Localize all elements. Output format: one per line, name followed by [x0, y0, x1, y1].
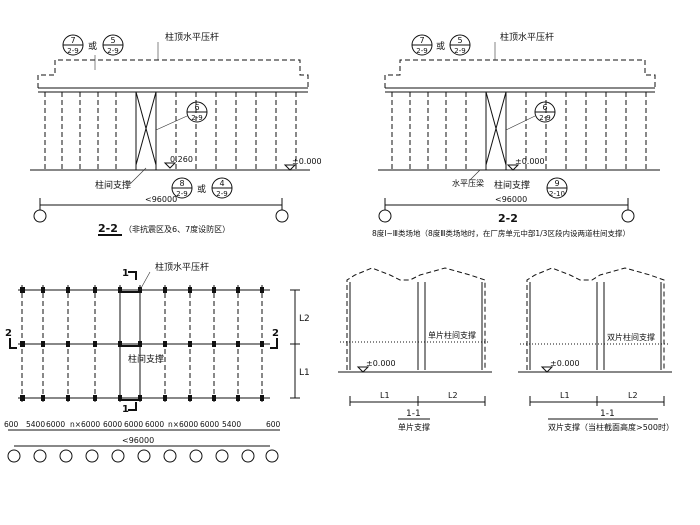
ref-circle-b: 5 2-9: [449, 34, 471, 56]
ref-circle-a: 7 2-9: [411, 34, 433, 56]
ref-circle-c: 6 2-9: [534, 101, 556, 123]
svg-text:2-9: 2-9: [454, 47, 465, 55]
hframe-label: 水平压梁: [452, 178, 484, 188]
or-text-1: 或: [88, 40, 97, 52]
svg-text:7: 7: [419, 36, 424, 45]
svg-text:2-9: 2-9: [107, 47, 118, 55]
brace-label: 柱间支撑: [95, 179, 131, 191]
axis-bubbles: [7, 449, 279, 463]
elevation-0260: 0.260: [170, 155, 193, 164]
section-mark-right: 2: [272, 328, 279, 339]
column-marks: [20, 287, 264, 401]
svg-text:n×6000: n×6000: [70, 420, 100, 429]
ref-circle-d: 8 2-9: [171, 177, 193, 199]
or-text: 或: [436, 40, 445, 52]
svg-text:6000: 6000: [103, 420, 122, 429]
svg-text:2-9: 2-9: [176, 190, 187, 198]
dimension-total: <96000: [145, 195, 177, 204]
svg-text:8: 8: [179, 179, 184, 188]
axis-bubble-left: [378, 209, 392, 223]
brace-label: 单片柱间支撑: [428, 330, 476, 340]
plan-view: 柱顶水平压杆 1 1 2 2 柱间支撑 L2 L1 600 5400 6000 …: [4, 261, 310, 463]
svg-text:600: 600: [266, 420, 281, 429]
svg-text:6000: 6000: [200, 420, 219, 429]
brace-label: 柱间支撑: [494, 179, 530, 191]
elevation-zero: ±0.000: [550, 359, 580, 368]
brace-label: 柱间支撑: [128, 353, 164, 365]
view-subtitle: （非抗震区及6、7度设防区）: [124, 224, 230, 234]
svg-text:5400: 5400: [26, 420, 45, 429]
bay-dimensions: 600 5400 6000 n×6000 6000 6000 6000 n×60…: [4, 420, 281, 429]
section-single: 单片柱间支撑 ±0.000 L1 L2 1-1 单片支撑: [338, 267, 492, 432]
elevation-right: 柱顶水平压杆 7 2-9 或 5 2-9 6 2-9 ±0.000 水平压梁 柱…: [372, 31, 660, 238]
svg-text:7: 7: [70, 36, 75, 45]
dim-l2: L2: [628, 391, 638, 400]
elevation-zero: ±0.000: [366, 359, 396, 368]
svg-text:2-9: 2-9: [191, 114, 202, 122]
view-title: 2-2: [498, 212, 518, 225]
svg-text:6000: 6000: [46, 420, 65, 429]
view-caption: 8度Ⅰ~Ⅲ类场地（8度Ⅲ类场地时，在厂房单元中部1/3区段内设两道柱间支撑）: [372, 228, 630, 238]
svg-text:600: 600: [4, 420, 19, 429]
elevation-zero: ±0.000: [515, 157, 545, 166]
section-double: 双片柱间支撑 ±0.000 L1 L2 1-1 双片支撑（当柱截面高度>500时…: [518, 267, 674, 432]
svg-text:9: 9: [554, 179, 559, 188]
svg-text:5400: 5400: [222, 420, 241, 429]
ref-circle-c: 6 2-9: [186, 101, 208, 123]
svg-text:2-9: 2-9: [216, 190, 227, 198]
total-dimension: <96000: [122, 436, 154, 445]
brace-label: 双片柱间支撑: [607, 332, 655, 342]
section-mark-top: 1: [122, 268, 129, 279]
dim-l2: L2: [448, 391, 458, 400]
section-caption: 单片支撑: [398, 422, 430, 432]
section-title: 1-1: [406, 409, 421, 419]
or-text-2: 或: [197, 183, 206, 195]
elevation-zero: ±0.000: [292, 157, 322, 166]
svg-text:2-10: 2-10: [549, 190, 565, 198]
ref-circle-e: 4 2-9: [211, 177, 233, 199]
svg-text:2-9: 2-9: [67, 47, 78, 55]
svg-text:6: 6: [194, 103, 199, 112]
tie-label: 柱顶水平压杆: [155, 261, 209, 273]
svg-text:2-9: 2-9: [416, 47, 427, 55]
dimension-total: <96000: [495, 195, 527, 204]
svg-text:5: 5: [110, 36, 115, 45]
svg-text:6000: 6000: [145, 420, 164, 429]
section-mark-left: 2: [5, 328, 12, 339]
dim-l1: L1: [560, 391, 570, 400]
svg-text:6000: 6000: [124, 420, 143, 429]
axis-bubble-right: [621, 209, 635, 223]
ref-circle-b: 5 2-9: [102, 34, 124, 56]
roof-line: [37, 59, 309, 88]
svg-text:4: 4: [219, 179, 224, 188]
svg-text:n×6000: n×6000: [168, 420, 198, 429]
axis-bubble-left: [33, 209, 47, 223]
dim-l1: L1: [380, 391, 390, 400]
elevation-left: 柱顶水平压杆 7 2-9 或 5 2-9 6 2-9 0.260 ±0.000: [30, 31, 322, 236]
section-caption: 双片支撑（当柱截面高度>500时）: [548, 422, 674, 432]
columns: [44, 92, 297, 170]
dim-l2: L2: [299, 314, 310, 324]
ref-circle-f: 9 2-10: [546, 177, 568, 199]
columns: [391, 92, 647, 170]
section-title: 1-1: [600, 409, 615, 419]
ref-circle-a: 7 2-9: [62, 34, 84, 56]
svg-text:5: 5: [457, 36, 462, 45]
view-title: 2-2: [98, 222, 118, 235]
dim-l1: L1: [299, 368, 310, 378]
svg-text:6: 6: [542, 103, 547, 112]
tie-label: 柱顶水平压杆: [165, 31, 219, 43]
axis-bubble-right: [275, 209, 289, 223]
section-mark-bottom: 1: [122, 404, 129, 415]
svg-text:2-9: 2-9: [539, 114, 550, 122]
tie-label: 柱顶水平压杆: [500, 31, 554, 43]
